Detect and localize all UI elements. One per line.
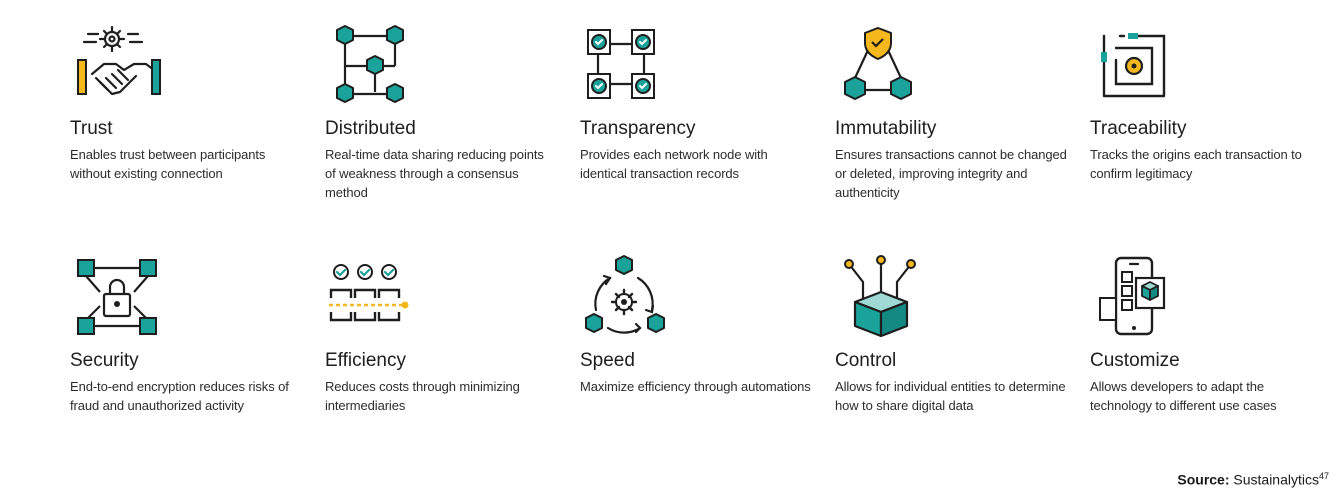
feature-title: Traceability [1090, 118, 1187, 139]
feature-grid: Trust Enables trust between participants… [70, 22, 1330, 486]
feature-card-trust: Trust Enables trust between participants… [70, 22, 325, 254]
feature-title: Speed [580, 350, 635, 371]
feature-description: Ensures transactions cannot be changed o… [835, 147, 1067, 200]
distributed-network-icon [325, 22, 425, 112]
feature-title: Customize [1090, 350, 1180, 371]
shield-check-network-icon [835, 22, 935, 112]
source-text: Sustainalytics [1233, 472, 1319, 488]
gear-cycle-icon [580, 254, 680, 344]
feature-title: Efficiency [325, 350, 406, 371]
feature-title: Transparency [580, 118, 696, 139]
feature-description: Allows developers to adapt the technolog… [1090, 379, 1277, 413]
feature-description: Allows for individual entities to determ… [835, 379, 1066, 413]
checked-nodes-icon [580, 22, 680, 112]
feature-title: Immutability [835, 118, 937, 139]
feature-title: Security [70, 350, 139, 371]
trace-path-icon [1090, 22, 1190, 112]
feature-title: Distributed [325, 118, 416, 139]
padlock-network-icon [70, 254, 170, 344]
feature-card-customize: Customize Allows developers to adapt the… [1090, 254, 1330, 486]
source-citation: Source: Sustainalytics47 [1177, 471, 1329, 488]
feature-card-speed: Speed Maximize efficiency through automa… [580, 254, 835, 486]
box-connections-icon [835, 254, 935, 344]
feature-description: Maximize efficiency through automations [580, 379, 811, 394]
feature-card-security: Security End-to-end encryption reduces r… [70, 254, 325, 486]
feature-card-control: Control Allows for individual entities t… [835, 254, 1090, 486]
source-reference: 47 [1318, 471, 1329, 482]
feature-description: Real-time data sharing reducing points o… [325, 147, 544, 200]
feature-card-distributed: Distributed Real-time data sharing reduc… [325, 22, 580, 254]
feature-description: Provides each network node with identica… [580, 147, 768, 181]
blocks-checks-icon [325, 254, 425, 344]
handshake-gear-icon [70, 22, 170, 112]
feature-description: End-to-end encryption reduces risks of f… [70, 379, 289, 413]
feature-card-immutability: Immutability Ensures transactions cannot… [835, 22, 1090, 254]
feature-title: Trust [70, 118, 113, 139]
feature-description: Tracks the origins each transaction to c… [1090, 147, 1302, 181]
source-label: Source: [1177, 472, 1230, 488]
feature-card-transparency: Transparency Provides each network node … [580, 22, 835, 254]
feature-card-traceability: Traceability Tracks the origins each tra… [1090, 22, 1330, 254]
feature-title: Control [835, 350, 897, 371]
phone-cube-icon [1090, 254, 1190, 344]
feature-description: Reduces costs through minimizing interme… [325, 379, 520, 413]
feature-card-efficiency: Efficiency Reduces costs through minimiz… [325, 254, 580, 486]
feature-description: Enables trust between participants witho… [70, 147, 266, 181]
